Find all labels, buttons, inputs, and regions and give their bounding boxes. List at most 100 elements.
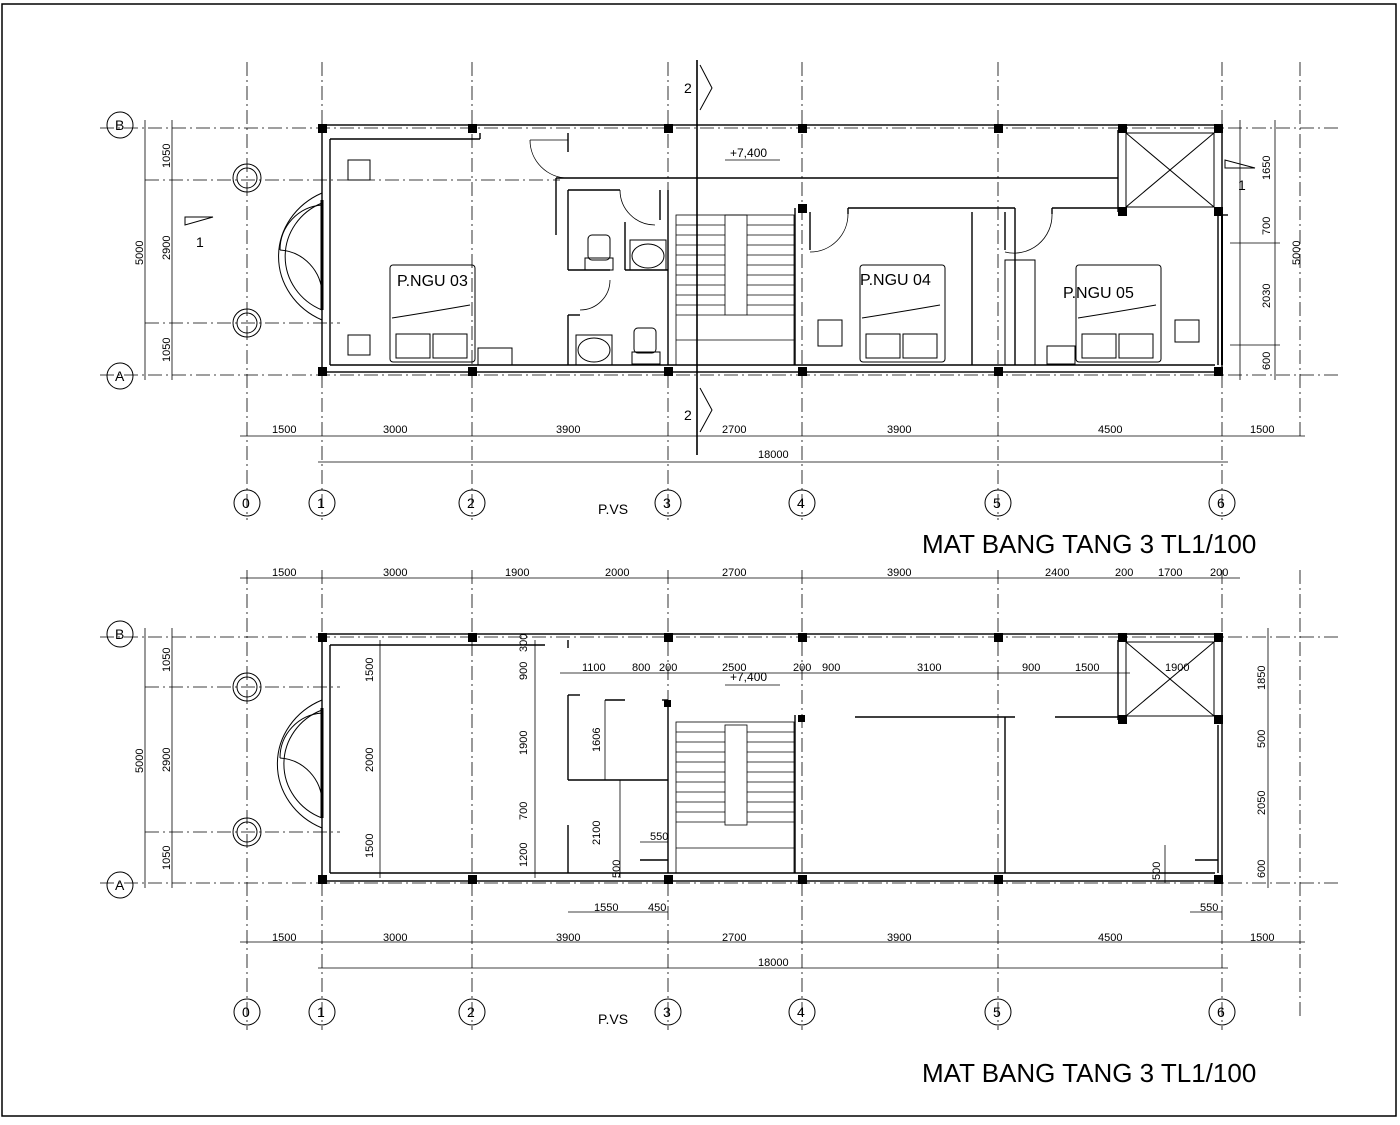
stair-plan-1 — [675, 60, 795, 455]
dim-text: 1650 — [1261, 156, 1273, 180]
plan-1-labels: P.NGU 03 P.NGU 04 P.NGU 05 +7,400 P.VS M… — [115, 80, 1303, 559]
dim-text: 1500 — [364, 658, 376, 682]
plan-1 — [100, 60, 1340, 520]
axis-label: 4 — [797, 1004, 805, 1020]
grid-lines-plan-2 — [100, 570, 1340, 1030]
section-mark-2-bottom: 2 — [684, 407, 692, 423]
dim-text: 200 — [1210, 567, 1228, 579]
bottom-dimensions-plan-2: 1500 3000 3900 2700 3900 4500 1500 18000 — [272, 932, 1274, 969]
dim-text: 1900 — [1165, 662, 1189, 674]
level-label-plan-1: +7,400 — [730, 146, 767, 160]
wc-fixtures-plan-1 — [575, 234, 667, 366]
plan-2 — [100, 570, 1340, 1030]
dim-text: 1050 — [161, 846, 173, 870]
axis-labels-plan-2: 0 1 2 3 4 5 6 B A — [115, 626, 1225, 1020]
dim-text: 1900 — [505, 567, 529, 579]
dim-text: 1500 — [272, 424, 296, 436]
dim-text: 1500 — [272, 567, 296, 579]
dim-text: 3000 — [383, 424, 407, 436]
dim-text: 1900 — [518, 731, 530, 755]
sheet-border — [1, 3, 1397, 1117]
axis-label: 3 — [663, 1004, 671, 1020]
axis-label: 2 — [467, 495, 475, 511]
dim-text: 1050 — [161, 648, 173, 672]
balcony-plan-1 — [232, 163, 324, 338]
axis-label: 4 — [797, 495, 805, 511]
dim-text: 3900 — [556, 932, 580, 944]
dim-text: 2700 — [722, 567, 746, 579]
axis-label: 0 — [242, 495, 250, 511]
axis-label: 6 — [1217, 1004, 1225, 1020]
plan-2-labels: +7,400 P.VS MAT BANG TANG 3 TL1/100 1500… — [115, 567, 1274, 1088]
dim-text: 900 — [822, 662, 840, 674]
axis-bubbles-plan-2 — [106, 620, 1236, 1026]
axis-label: 5 — [993, 495, 1001, 511]
dim-text: 5000 — [134, 749, 146, 773]
right-dimensions-plan-2: 1850 500 2050 600 500 550 — [1151, 666, 1268, 914]
dim-text: 1606 — [591, 728, 603, 752]
total-dim-plan-2: 18000 — [758, 957, 789, 969]
dim-text: 3900 — [887, 567, 911, 579]
columns-plan-1 — [318, 124, 1223, 376]
axis-label: B — [115, 626, 124, 642]
dim-text: 2700 — [722, 424, 746, 436]
dim-text: 2400 — [1045, 567, 1069, 579]
dim-text: 800 — [632, 662, 650, 674]
dim-text: 1050 — [161, 144, 173, 168]
dimension-lines-plan-2 — [144, 577, 1305, 969]
axis-label: 1 — [317, 1004, 325, 1020]
axis-bubbles-plan-1 — [106, 64, 1256, 517]
top-dimensions-plan-2: 1500 3000 1900 2000 2700 3900 2400 200 1… — [272, 567, 1228, 579]
dim-text: 1200 — [518, 843, 530, 867]
dim-text: 1550 — [594, 902, 618, 914]
room-label-pngu03: P.NGU 03 — [397, 273, 468, 290]
axis-label: 0 — [242, 1004, 250, 1020]
bottom-dimensions-plan-1: 1500 3000 3900 2700 3900 4500 1500 18000 — [272, 424, 1274, 461]
axis-label: 3 — [663, 495, 671, 511]
void-shaft-plan-1 — [1125, 132, 1215, 208]
dim-text: 1500 — [1250, 424, 1274, 436]
dim-text: 1500 — [1075, 662, 1099, 674]
section-mark-1-right: 1 — [1238, 177, 1246, 193]
right-dimensions-plan-1: 5000 1650 700 2030 600 — [1261, 156, 1303, 370]
dim-text: 3100 — [917, 662, 941, 674]
dim-text: 450 — [648, 902, 666, 914]
dim-text: 2000 — [605, 567, 629, 579]
dim-text: 1500 — [272, 932, 296, 944]
dim-text: 900 — [518, 662, 530, 680]
dim-text: 3000 — [383, 932, 407, 944]
dim-text: 550 — [1200, 902, 1218, 914]
axis-label: 6 — [1217, 495, 1225, 511]
axis-label: B — [115, 117, 124, 133]
room-label-pngu04: P.NGU 04 — [860, 272, 931, 289]
dim-text: 200 — [1115, 567, 1133, 579]
axis-label: A — [115, 877, 125, 893]
total-dim-plan-1: 18000 — [758, 449, 789, 461]
void-shaft-plan-2 — [1125, 641, 1215, 717]
wc-label-plan-2: P.VS — [598, 1011, 628, 1027]
room-label-pngu05: P.NGU 05 — [1063, 285, 1134, 302]
plan-title-1: MAT BANG TANG 3 TL1/100 — [922, 529, 1256, 559]
dim-text: 2030 — [1261, 284, 1273, 308]
dim-text: 1050 — [161, 338, 173, 362]
axis-label: 2 — [467, 1004, 475, 1020]
dim-text: 3900 — [556, 424, 580, 436]
left-dimensions-plan-1: 5000 1050 2900 1050 — [134, 144, 173, 362]
dim-text: 700 — [1261, 217, 1273, 235]
inner-top-dimensions-plan-2: 1100 800 200 2500 200 900 3100 900 1500 … — [582, 662, 1189, 674]
left-dimensions-plan-2: 5000 1050 2900 1050 1500 2000 1500 300 9… — [134, 634, 530, 870]
dim-text: 900 — [1022, 662, 1040, 674]
grid-lines-plan-1 — [100, 62, 1340, 520]
stair-plan-2 — [675, 721, 795, 874]
axis-labels-plan-1: 0 1 2 3 4 5 6 B A — [115, 117, 1225, 511]
dim-text: 600 — [1261, 352, 1273, 370]
dim-text: 500 — [611, 860, 623, 878]
dim-text: 1850 — [1256, 666, 1268, 690]
wc-dimensions-plan-2: 1606 2100 500 550 1550 450 — [591, 728, 668, 914]
dim-text: 200 — [793, 662, 811, 674]
dim-text: 2900 — [161, 236, 173, 260]
dim-text: 500 — [1151, 862, 1163, 880]
section-mark-1-left: 1 — [196, 234, 204, 250]
wc-label-plan-1: P.VS — [598, 501, 628, 517]
